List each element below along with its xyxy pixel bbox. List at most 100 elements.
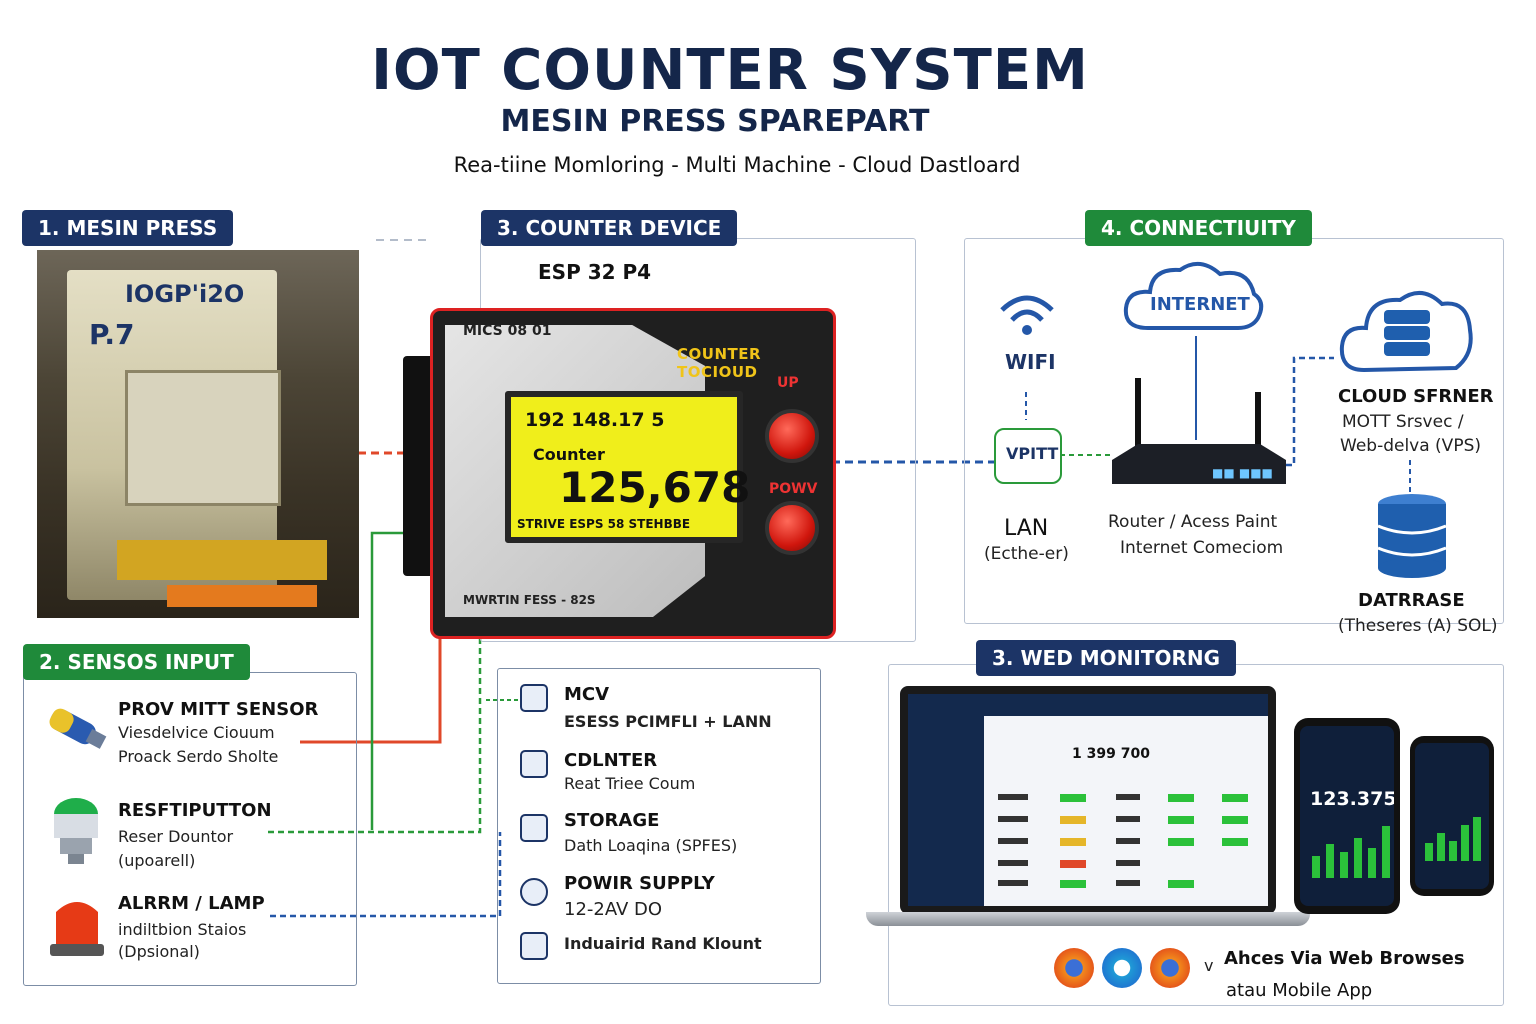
phone-chart-bar: [1326, 844, 1334, 878]
cloud-server-icon: [1338, 282, 1474, 382]
sensor-title-proximity: PROV MITT SENSOR: [118, 699, 319, 720]
link-reset-device: [268, 638, 482, 834]
spec-title-counter: CDLNTER: [564, 750, 658, 771]
link-sensor-device: [300, 638, 442, 744]
router-icon: [1108, 372, 1288, 498]
dashboard-topbar: [908, 694, 1268, 716]
sensor-line1-alarm: indiltbion Staios: [118, 920, 247, 939]
page-title: IOT COUNTER SYSTEM: [371, 38, 1089, 103]
phone-large-screen: 123.375: [1300, 726, 1394, 906]
phone-chart-bar: [1368, 848, 1376, 878]
sensor-line1-proximity: Viesdelvice Ciouum: [118, 723, 275, 742]
lcd-counter-label: Counter: [533, 445, 605, 464]
device-lcd-display: 192 148.17 5 Counter 125,678 STRIVE ESPS…: [505, 391, 750, 543]
dashboard-screen: 1 399 700: [908, 694, 1268, 906]
browser-icon: [1150, 948, 1190, 988]
device-face-bottom-label: MWRTIN FESS - 82S: [463, 593, 596, 607]
lcd-status-line: STRIVE ESPS 58 STEHBBE: [517, 517, 691, 531]
phone-large: 123.375: [1294, 718, 1400, 914]
sensor-title-alarm: ALRRM / LAMP: [118, 893, 265, 914]
device-model-label: ESP 32 P4: [538, 260, 652, 284]
device-brand-label: COUNTER TOCIOUD: [677, 345, 762, 381]
press-machine-photo: IOGP'i2O P.7: [37, 250, 359, 618]
database-icon: [1374, 492, 1450, 584]
connectivity-section-badge: 4. CONNECTIUITY: [1085, 210, 1312, 246]
press-section-badge: 1. MESIN PRESS: [22, 210, 234, 246]
press-bolster: [167, 585, 317, 607]
phone-chart-bar: [1449, 841, 1457, 861]
lan-subtitle: (Ecthe-er): [984, 544, 1069, 564]
power-icon: [520, 878, 548, 906]
press-base: [117, 540, 327, 580]
counter-device: MICS 08 01 COUNTER TOCIOUD 192 148.17 5 …: [430, 308, 836, 639]
phone-chart-bar: [1340, 852, 1348, 878]
page-subtitle: MESIN PRESS SPAREPART: [500, 104, 930, 139]
router-label-line1: Router / Acess Paint: [1108, 512, 1278, 532]
device-spec-panel: [497, 668, 821, 984]
dashboard-table: [998, 794, 1248, 888]
wifi-label: WIFI: [1005, 350, 1056, 374]
spec-title-power: POWIR SUPPLY: [564, 873, 715, 894]
web-section-badge: 3. WED MONITORNG: [976, 640, 1237, 676]
proximity-sensor-icon: [44, 704, 110, 760]
spec-desc-mcv: ESESS PCIMFLI + LANN: [564, 712, 772, 731]
firefox-icon: [1054, 948, 1094, 988]
link-green-vertical: [370, 531, 404, 830]
spec-desc-storage: Dath Loaqina (SPFES): [564, 836, 738, 855]
power-button[interactable]: [765, 501, 819, 555]
device-face-top-label: MICS 08 01: [463, 323, 552, 339]
access-prefix: v: [1204, 956, 1214, 975]
access-line2: atau Mobile App: [1226, 980, 1373, 1001]
page-tagline: Rea-tiine Momloring - Multi Machine - Cl…: [453, 153, 1021, 177]
cloud-server-line1: MOTT Srsvec /: [1342, 412, 1464, 432]
press-plate: [125, 370, 281, 506]
phone-counter-value: 123.375: [1310, 788, 1394, 810]
sensor-title-reset: RESFTIPUTTON: [118, 800, 272, 821]
access-line1: Ahces Via Web Browses: [1224, 948, 1465, 969]
laptop-dashboard: 1 399 700: [900, 686, 1276, 914]
dashboard-counter-value: 1 399 700: [1072, 746, 1150, 762]
phone-chart-bar: [1461, 825, 1469, 861]
storage-icon: [520, 814, 548, 842]
link-alarm-device: [270, 832, 502, 918]
up-button-label: UP: [777, 375, 799, 391]
phone-small: [1410, 736, 1494, 896]
lcd-ip-line: 192 148.17 5: [525, 409, 665, 431]
laptop-base: [866, 912, 1310, 926]
router-label-line2: Internet Comeciom: [1120, 538, 1284, 558]
internet-label: INTERNET: [1150, 294, 1250, 315]
phone-small-screen: [1415, 743, 1489, 889]
spec-desc-counter: Reat Triee Coum: [564, 774, 696, 793]
alarm-lamp-icon: [46, 890, 108, 962]
chip-icon: [520, 684, 548, 712]
phone-chart-bar: [1354, 838, 1362, 878]
sensors-section-badge: 2. SENSOS INPUT: [23, 644, 250, 680]
dashboard-sidebar: [908, 694, 984, 906]
phone-chart-bar: [1425, 843, 1433, 861]
counter-icon: [520, 750, 548, 778]
cloud-server-line2: Web-delva (VPS): [1340, 436, 1481, 456]
router-leds: ■■ ■■■: [1212, 466, 1273, 480]
press-id-label: P.7: [89, 318, 135, 351]
sensor-line1-reset: Reser Dountor: [118, 827, 234, 846]
up-button[interactable]: [765, 409, 819, 463]
internet-cloud-icon: [1120, 258, 1266, 338]
wifi-icon: [996, 290, 1058, 344]
lan-title: LAN: [1004, 516, 1049, 541]
spec-desc-mount: Induairid Rand Klount: [564, 934, 762, 953]
database-title: DATRRASE: [1358, 590, 1465, 611]
phone-chart-bar: [1437, 833, 1445, 861]
cloud-server-title: CLOUD SFRNER: [1338, 386, 1494, 407]
lcd-counter-value: 125,678: [559, 463, 751, 512]
sensor-line2-reset: (upoarell): [118, 851, 196, 870]
vpn-box: [994, 428, 1062, 484]
power-button-label: POWV: [769, 481, 818, 497]
spec-title-mcv: MCV: [564, 684, 610, 705]
sensor-line2-proximity: Proack Serdo Sholte: [118, 747, 279, 766]
device-section-badge: 3. COUNTER DEVICE: [481, 210, 738, 246]
edge-icon: [1102, 948, 1142, 988]
phone-chart-bar: [1382, 826, 1390, 878]
spec-desc-power: 12-2AV DO: [564, 899, 663, 920]
mount-icon: [520, 932, 548, 960]
phone-chart-bar: [1312, 856, 1320, 878]
